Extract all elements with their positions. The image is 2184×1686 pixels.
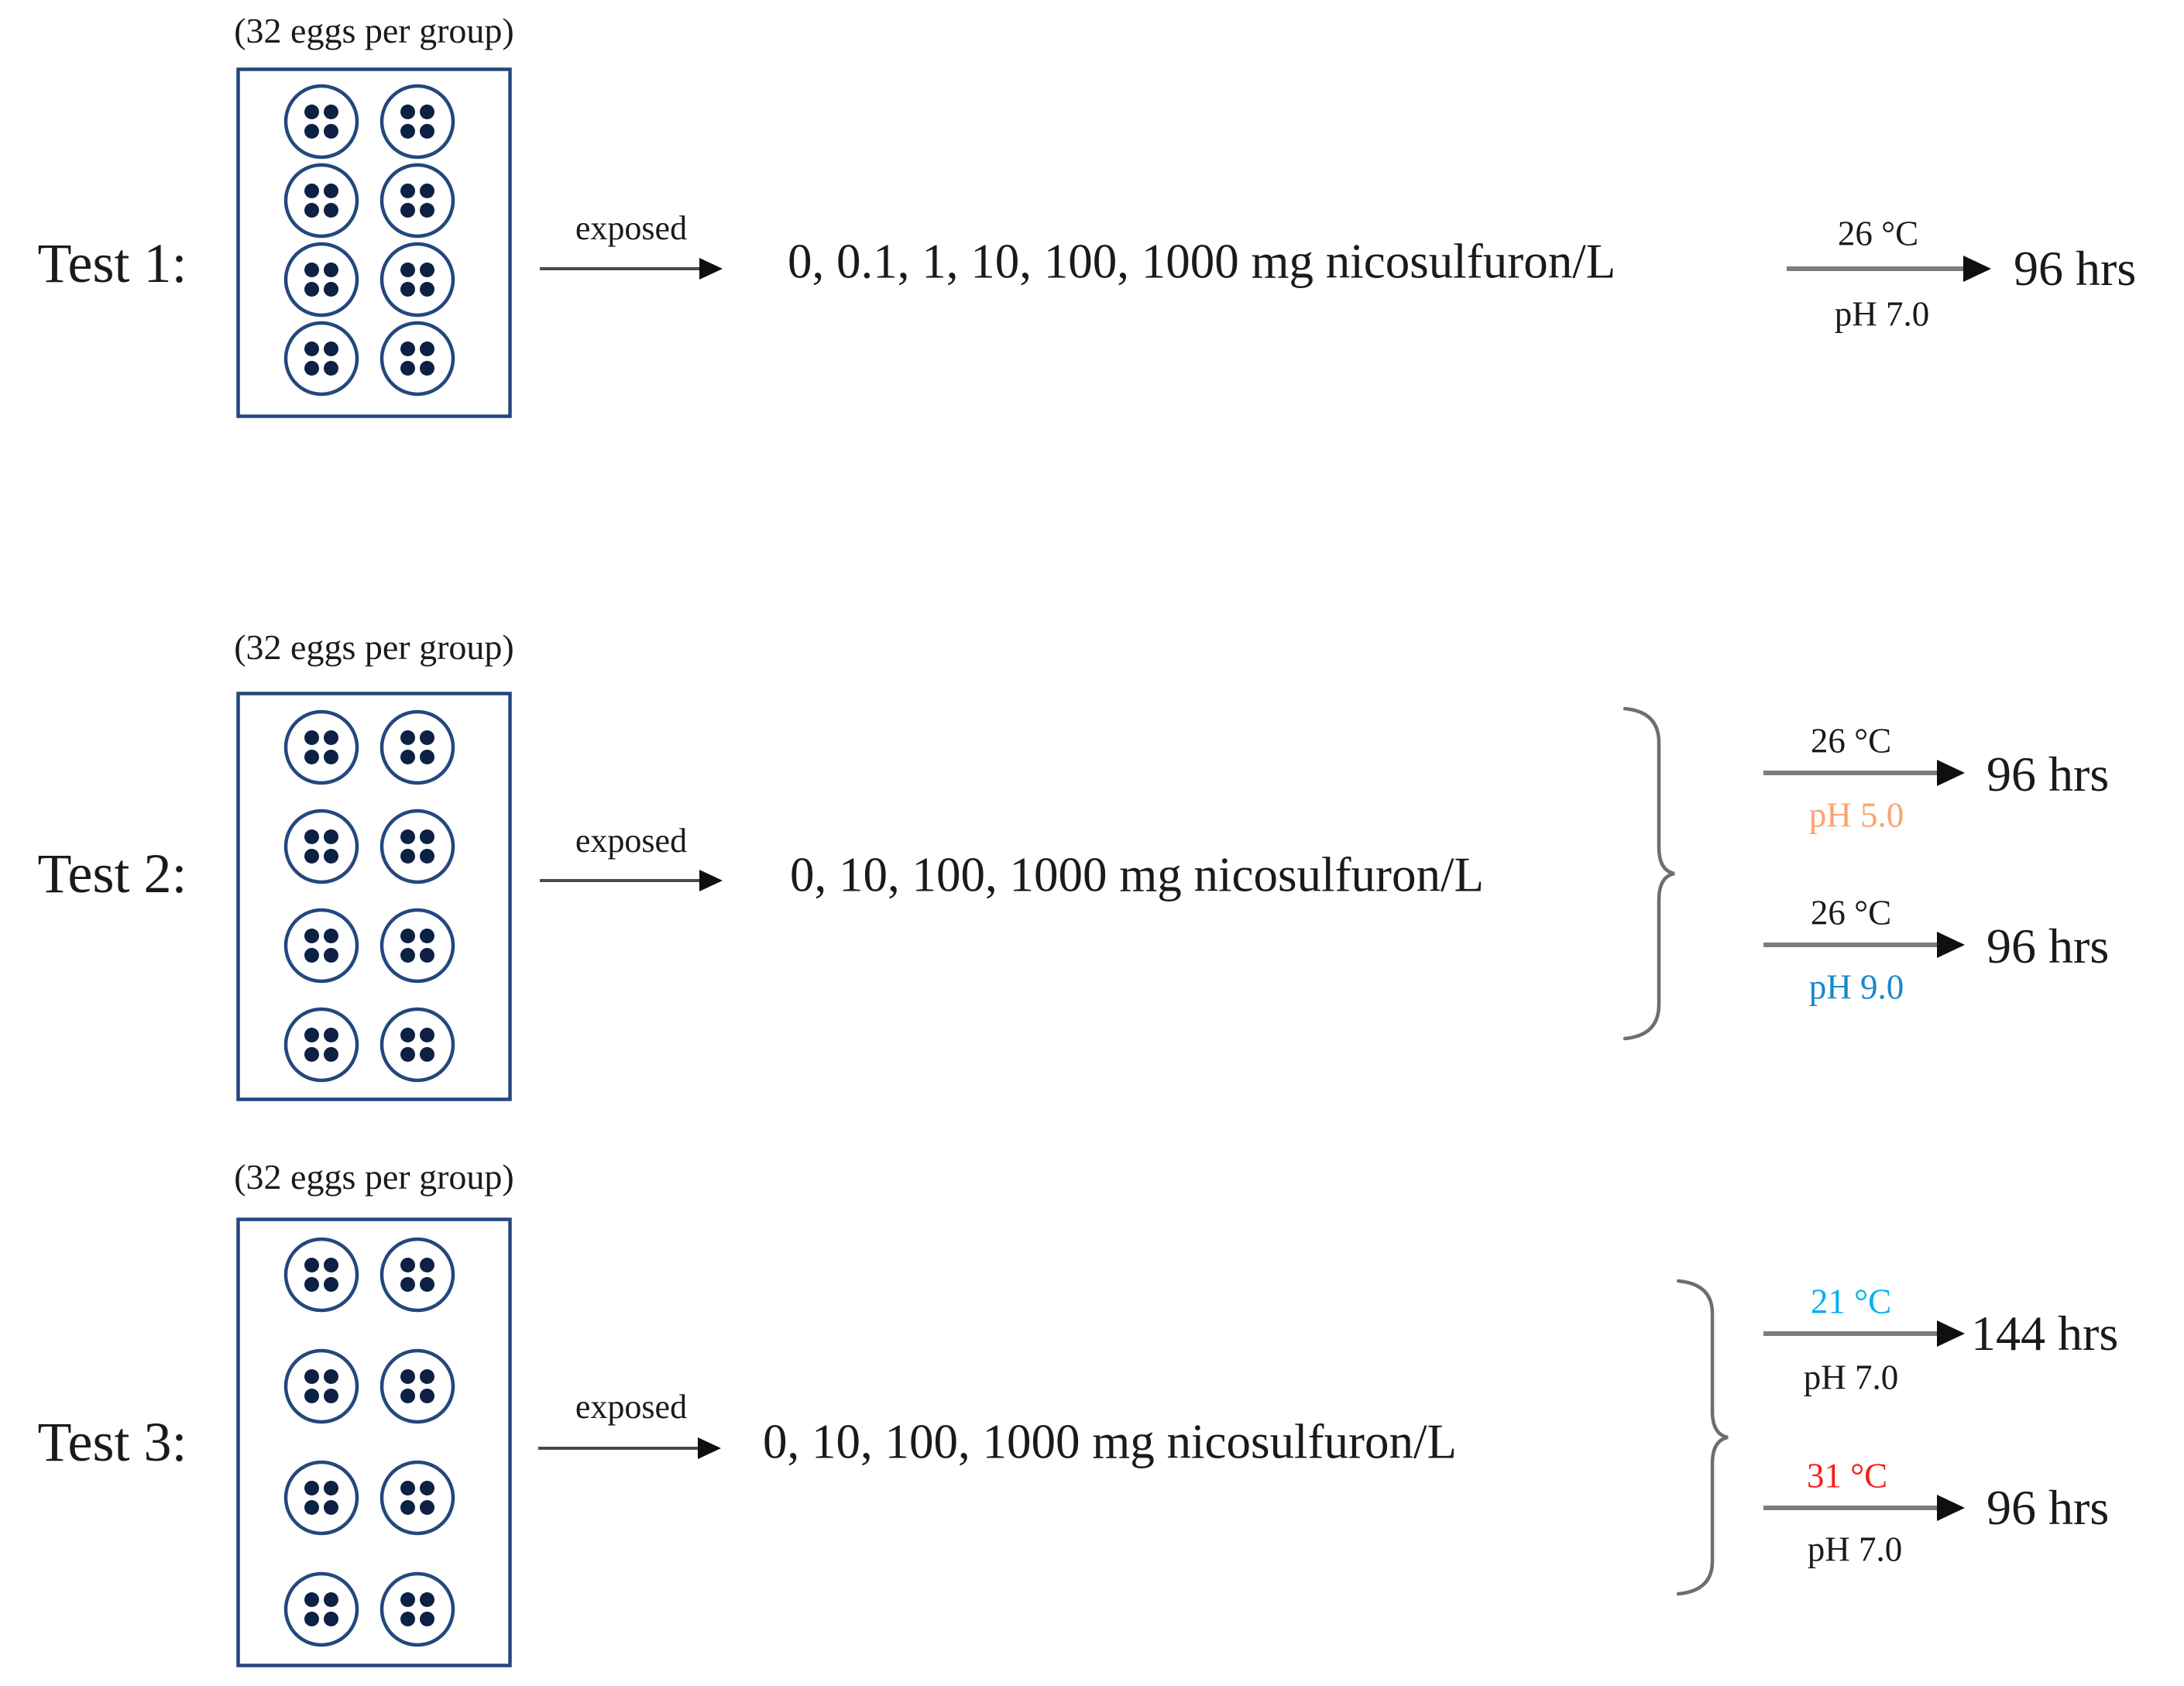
- exposed-arrow: [538, 1447, 698, 1450]
- ph-label: pH 5.0: [1808, 795, 1904, 835]
- temperature-label: 21 °C: [1810, 1282, 1892, 1321]
- test-3-label: Test 3:: [37, 1411, 187, 1473]
- exposed-label: exposed: [575, 209, 688, 247]
- concentration-text: 0, 10, 100, 1000 mg nicosulfuron/L: [790, 847, 1484, 902]
- temperature-label: 26 °C: [1837, 214, 1919, 253]
- exposed-label: exposed: [575, 822, 688, 860]
- ph-label: pH 9.0: [1808, 967, 1904, 1007]
- egg-well: [382, 1239, 453, 1310]
- egg-well: [286, 712, 357, 783]
- egg-well: [382, 1351, 453, 1422]
- egg-well: [286, 811, 357, 882]
- egg-well: [382, 323, 453, 394]
- egg-well: [382, 1462, 453, 1533]
- egg-well: [286, 1462, 357, 1533]
- brace: [1623, 706, 1675, 1041]
- duration-label: 96 hrs: [1987, 919, 2110, 973]
- duration-label: 96 hrs: [1987, 747, 2110, 802]
- egg-well: [286, 1009, 357, 1080]
- plate-caption: (32 eggs per group): [234, 11, 514, 50]
- temperature-label: 26 °C: [1810, 721, 1892, 761]
- egg-well: [286, 323, 357, 394]
- egg-well: [286, 244, 357, 315]
- plate-caption: (32 eggs per group): [234, 1157, 514, 1197]
- ph-label: pH 7.0: [1834, 294, 1930, 334]
- egg-plate: [236, 692, 512, 1101]
- condition-arrow: [1763, 1331, 1937, 1336]
- egg-well: [286, 1351, 357, 1422]
- egg-well: [286, 910, 357, 981]
- temperature-label: 31 °C: [1806, 1456, 1888, 1495]
- exposed-arrow: [540, 879, 699, 882]
- ph-label: pH 7.0: [1803, 1358, 1899, 1397]
- duration-label: 144 hrs: [1971, 1306, 2119, 1361]
- concentration-text: 0, 0.1, 1, 10, 100, 1000 mg nicosulfuron…: [788, 234, 1616, 289]
- condition-arrow: [1763, 943, 1937, 947]
- egg-well: [286, 1574, 357, 1645]
- concentration-text: 0, 10, 100, 1000 mg nicosulfuron/L: [763, 1414, 1457, 1469]
- egg-well: [382, 811, 453, 882]
- plate-caption: (32 eggs per group): [234, 627, 514, 667]
- egg-well: [382, 910, 453, 981]
- egg-well: [286, 165, 357, 236]
- egg-well: [286, 86, 357, 157]
- egg-well: [382, 244, 453, 315]
- condition-arrow: [1763, 1506, 1937, 1510]
- egg-well: [382, 165, 453, 236]
- duration-label: 96 hrs: [1987, 1480, 2110, 1535]
- ph-label: pH 7.0: [1807, 1530, 1903, 1569]
- egg-well: [382, 86, 453, 157]
- condition-arrow: [1787, 266, 1963, 271]
- exposed-label: exposed: [575, 1388, 688, 1426]
- condition-arrow: [1763, 771, 1937, 775]
- test-1-label: Test 1:: [37, 232, 187, 294]
- egg-plate: [236, 67, 512, 418]
- egg-well: [382, 1574, 453, 1645]
- duration-label: 96 hrs: [2014, 241, 2137, 296]
- test-2-label: Test 2:: [37, 843, 187, 905]
- egg-well: [382, 1009, 453, 1080]
- exposed-arrow: [540, 267, 699, 270]
- temperature-label: 26 °C: [1810, 893, 1892, 932]
- egg-well: [382, 712, 453, 783]
- brace: [1677, 1279, 1729, 1596]
- egg-well: [286, 1239, 357, 1310]
- egg-plate: [236, 1217, 512, 1667]
